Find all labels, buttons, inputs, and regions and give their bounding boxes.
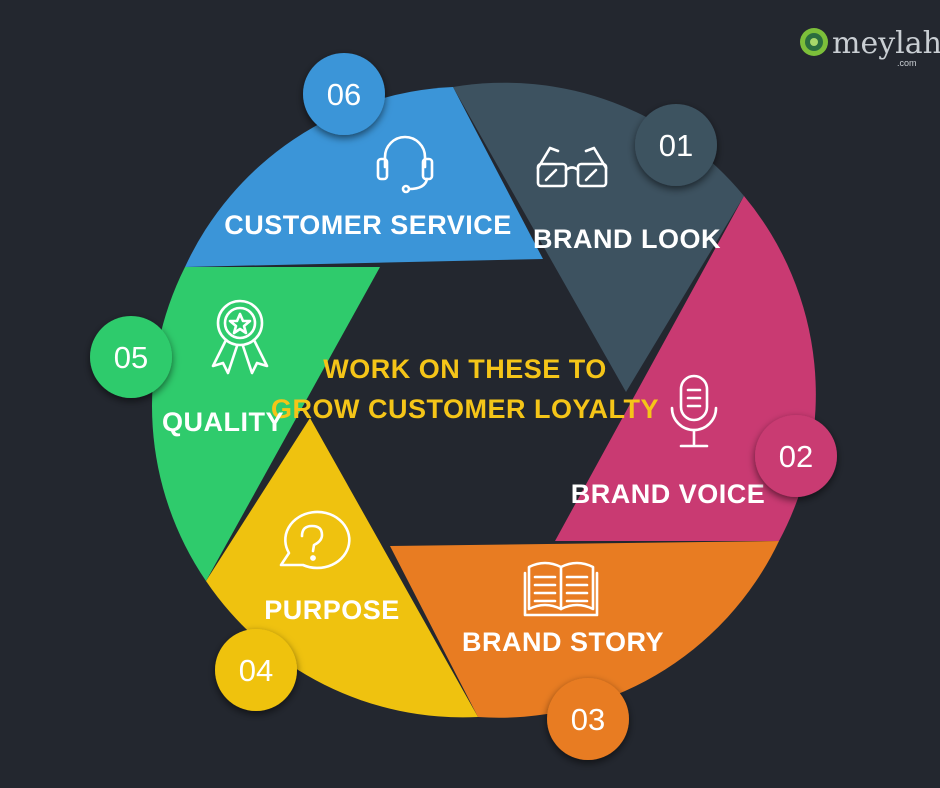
number-badge-06 [303,53,385,135]
segment-label-brand-story: BRAND STORY [462,627,664,657]
question-bubble-icon [279,510,351,570]
segment-brand-voice [555,196,816,541]
segment-label-quality: QUALITY [162,407,284,437]
number-badge-05 [90,316,172,398]
segment-quality [152,267,380,581]
segment-label-brand-look: BRAND LOOK [533,224,721,254]
segment-brand-story [390,541,779,718]
segment-label-customer-service: CUSTOMER SERVICE [224,210,512,240]
number-label-05: 05 [114,340,148,375]
headset-icon [376,135,434,194]
center-heading-line-1: WORK ON THESE TO [323,354,607,384]
number-label-01: 01 [659,128,693,163]
logo-domain: .com [897,58,917,68]
open-book-icon [523,561,599,617]
number-badge-04 [215,629,297,711]
number-badges [90,53,837,760]
number-label-02: 02 [779,439,813,474]
number-label-06: 06 [327,77,361,112]
segment-label-purpose: PURPOSE [264,595,400,625]
number-badge-01 [635,104,717,186]
meylah-logo: meylah .com [800,26,940,68]
segment-customer-service [185,87,543,267]
logo-wordmark: meylah [832,26,940,61]
center-heading-line-2: GROW CUSTOMER LOYALTY [271,394,659,424]
number-badge-03 [547,678,629,760]
number-label-04: 04 [239,653,273,688]
number-badge-02 [755,415,837,497]
segment-label-brand-voice: BRAND VOICE [571,479,766,509]
number-label-03: 03 [571,702,605,737]
glasses-icon [536,146,608,188]
award-ribbon-icon [211,299,269,375]
microphone-icon [670,374,718,448]
